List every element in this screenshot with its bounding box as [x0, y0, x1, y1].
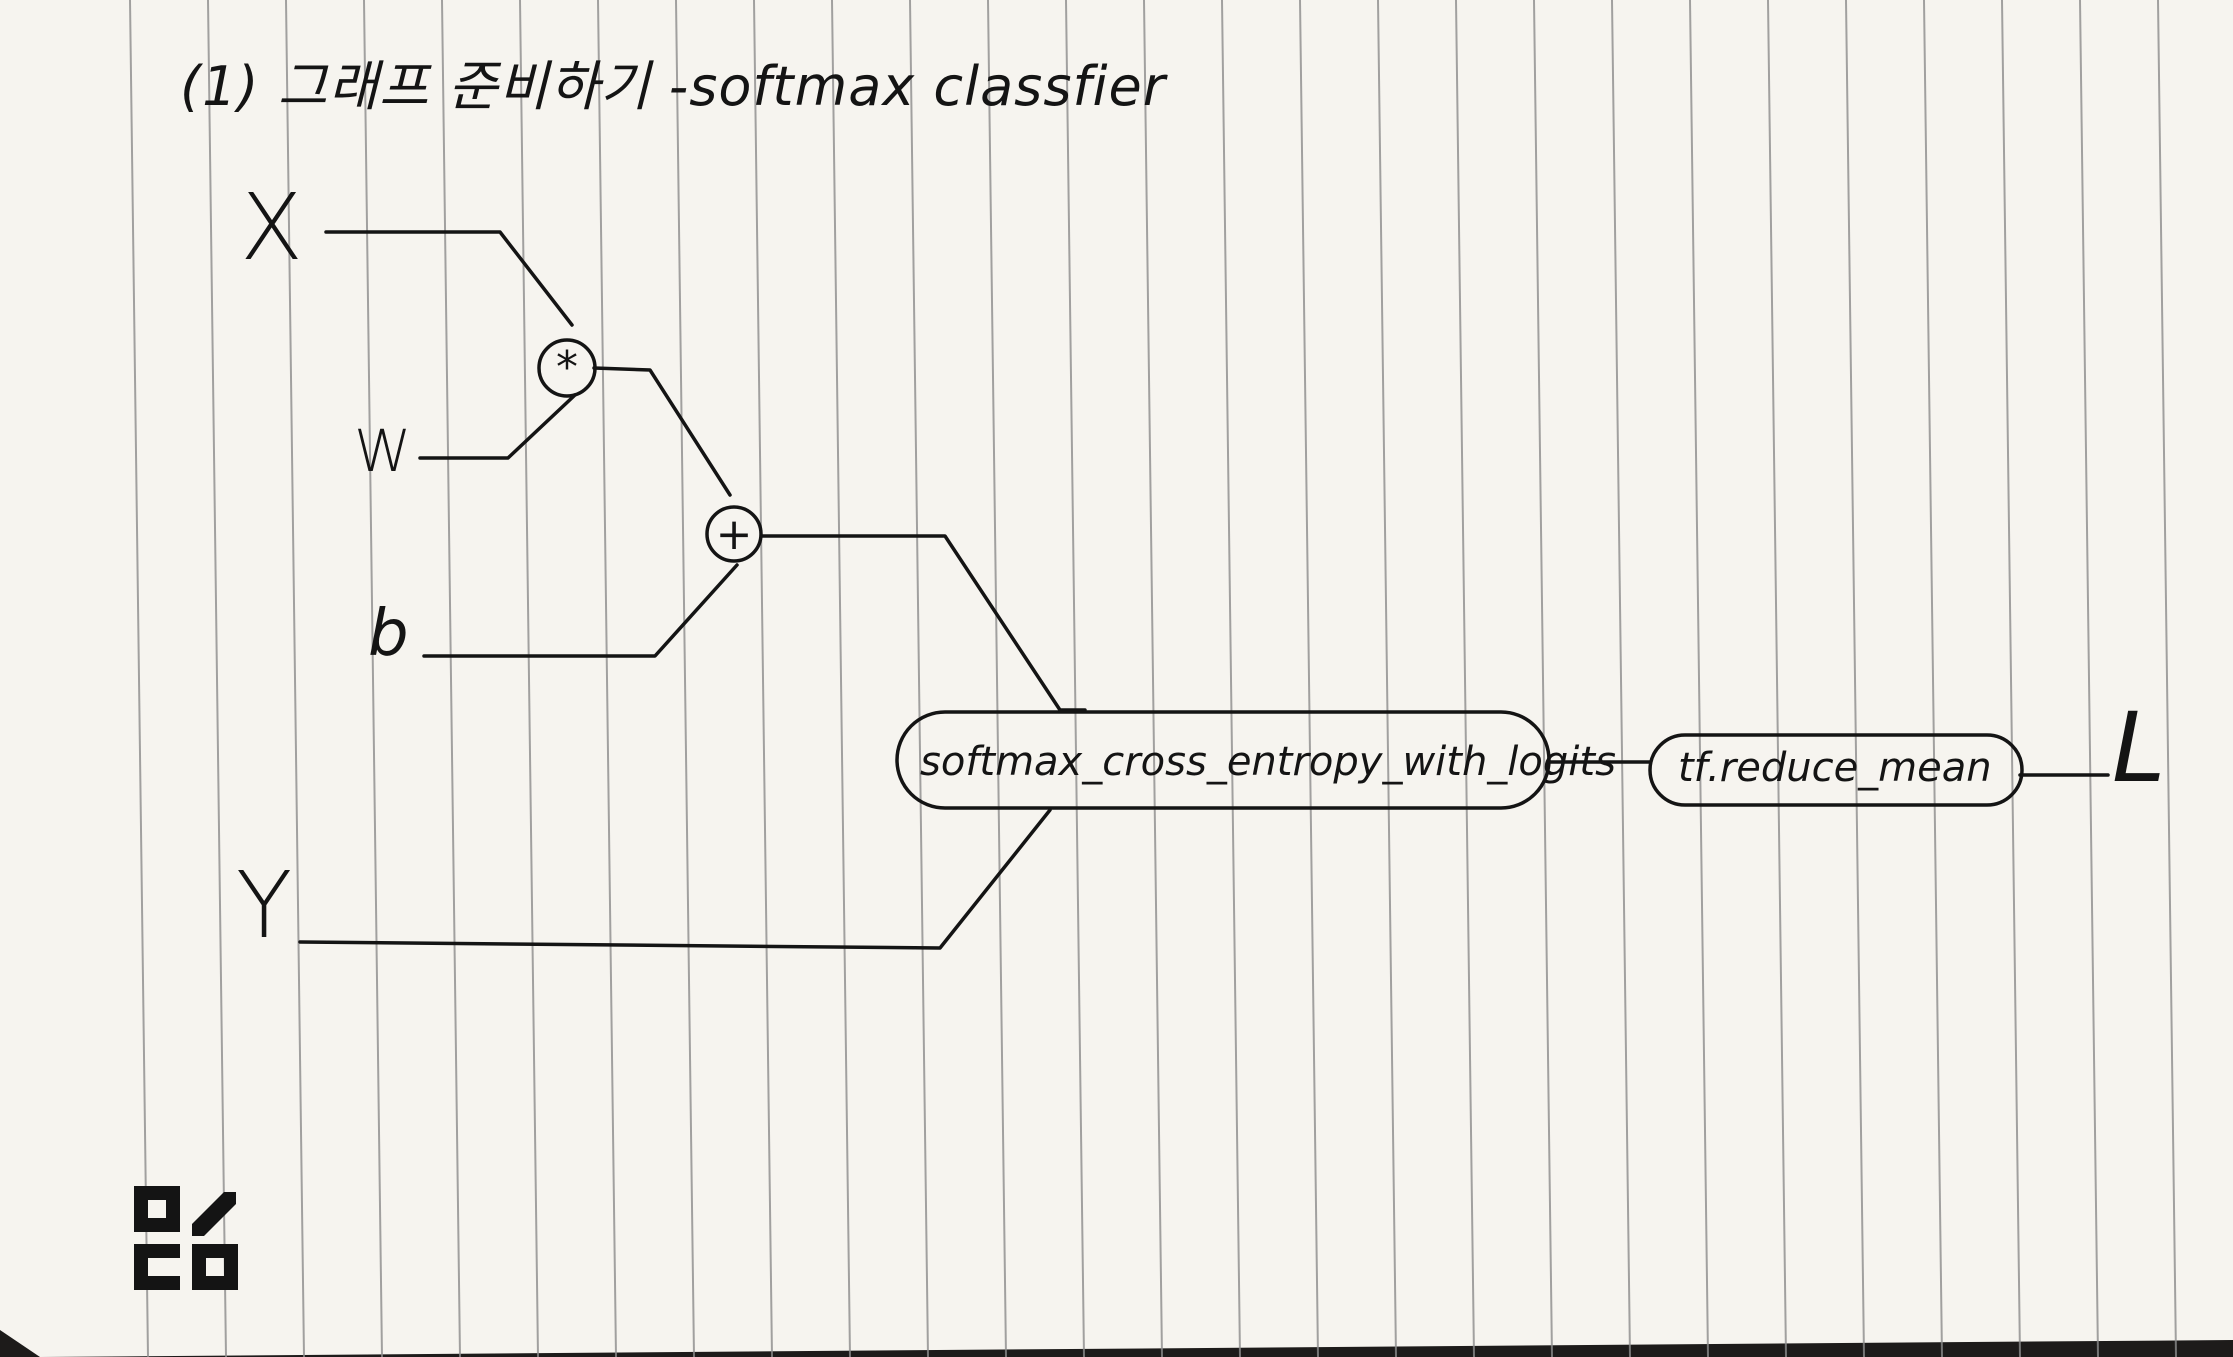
rule-line: [1455, 0, 1475, 1357]
softmax-node: [895, 710, 1551, 810]
multiply-node: [537, 338, 597, 398]
rule-line: [363, 0, 383, 1357]
ruled-lines: [129, 0, 2177, 1357]
rule-line: [831, 0, 851, 1357]
page-title: (1) 그래프 준비하기 -softmax classfier: [180, 55, 1166, 118]
rule-line: [2001, 0, 2021, 1357]
rule-line: [1377, 0, 1397, 1357]
input-w-label: W: [354, 417, 412, 485]
rule-line: [909, 0, 929, 1357]
rule-line: [2157, 0, 2177, 1357]
edge-multiply-to-add: [592, 366, 732, 497]
rule-line: [285, 0, 305, 1357]
rule-line: [1611, 0, 1631, 1357]
rule-line: [753, 0, 773, 1357]
multiply-symbol: *: [556, 342, 578, 393]
rule-line: [2079, 0, 2099, 1357]
add-node: [705, 505, 763, 563]
rule-line: [1299, 0, 1319, 1357]
rule-line: [1065, 0, 1085, 1357]
rule-line: [1533, 0, 1553, 1357]
rule-line: [1845, 0, 1865, 1357]
rule-line: [987, 0, 1007, 1357]
rule-line: [1689, 0, 1709, 1357]
reduce-mean-node-label: tf.reduce_mean: [1678, 745, 1992, 791]
diagram-edges: [298, 230, 2110, 950]
rule-line: [1143, 0, 1163, 1357]
rule-line: [1221, 0, 1241, 1357]
edge-x-to-multiply: [324, 230, 574, 327]
input-x-label: X: [240, 174, 304, 281]
rule-line: [519, 0, 539, 1357]
rule-line: [1767, 0, 1787, 1357]
input-b-label: b: [368, 597, 409, 671]
input-y-label: Y: [236, 852, 293, 959]
rule-line: [675, 0, 695, 1357]
logo-mark: [134, 1186, 238, 1290]
output-l-label: L: [2112, 692, 2166, 804]
rule-line: [1923, 0, 1943, 1357]
edge-add-to-softmax: [760, 534, 1087, 712]
rule-line: [597, 0, 617, 1357]
edge-b-to-add: [422, 563, 739, 658]
reduce-mean-node: [1648, 733, 2024, 807]
rule-line: [129, 0, 149, 1357]
softmax-node-label: softmax_cross_entropy_with_logits: [920, 739, 1616, 785]
edge-y-to-softmax: [298, 808, 1052, 950]
add-symbol: +: [715, 509, 753, 560]
rule-line: [207, 0, 227, 1357]
edge-w-to-multiply: [418, 393, 577, 460]
rule-line: [441, 0, 461, 1357]
